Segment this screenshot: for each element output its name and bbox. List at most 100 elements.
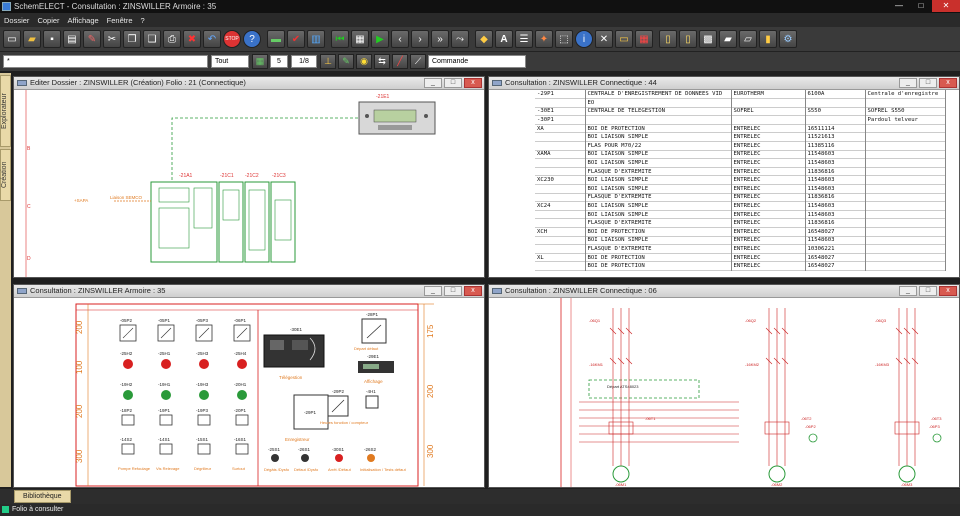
print-icon[interactable]: ⎙ — [163, 30, 181, 48]
undo-icon[interactable]: ↶ — [203, 30, 221, 48]
list-icon[interactable]: ☰ — [515, 30, 533, 48]
remove-table-icon[interactable]: ▦ — [635, 30, 653, 48]
folio-number-field[interactable]: 5 — [270, 55, 288, 68]
pane-maximize-button[interactable]: □ — [444, 78, 462, 88]
close-button[interactable]: ✕ — [932, 0, 960, 12]
note-icon[interactable]: ▯ — [659, 30, 677, 48]
calendar-icon[interactable]: ▦ — [351, 30, 369, 48]
next-folio-icon[interactable]: ▶ — [371, 30, 389, 48]
pane-maximize-button[interactable]: □ — [444, 286, 462, 296]
explorer-tab[interactable]: Explorateur — [0, 75, 11, 147]
tab-bibliotheque[interactable]: Bibliothèque — [14, 490, 71, 503]
menu-fenetre[interactable]: Fenêtre — [106, 15, 133, 25]
pane-minimize-button[interactable]: _ — [424, 286, 442, 296]
editor-canvas[interactable]: B C D -21E1 -21A1 -21C1 -21C2 -21C3 — [14, 90, 484, 277]
menu-affichage[interactable]: Affichage — [67, 15, 99, 25]
landscape-icon[interactable]: ▬ — [267, 30, 285, 48]
armoire-canvas[interactable]: 200 100 200 300 175 200 300 -05P2-25H2-1… — [14, 298, 484, 487]
cross-icon[interactable]: ✕ — [595, 30, 613, 48]
select-icon[interactable]: ⬚ — [555, 30, 573, 48]
save-icon[interactable]: ▪ — [43, 30, 61, 48]
pane-maximize-button[interactable]: □ — [919, 78, 937, 88]
new-file-icon[interactable]: ▭ — [3, 30, 21, 48]
pane-minimize-button[interactable]: _ — [899, 286, 917, 296]
help-icon[interactable]: ? — [243, 30, 261, 48]
pane-maximize-button[interactable]: □ — [919, 286, 937, 296]
last-icon[interactable]: » — [431, 30, 449, 48]
menu-dossier[interactable]: Dossier — [4, 15, 30, 25]
properties-icon[interactable]: ▮ — [759, 30, 777, 48]
layer-icon[interactable]: ▰ — [719, 30, 737, 48]
link-icon[interactable]: ⤳ — [451, 30, 469, 48]
open-folder-icon[interactable]: ▰ — [23, 30, 41, 48]
pane-close-button[interactable]: x — [464, 286, 482, 296]
stop-icon[interactable]: STOP — [223, 30, 241, 48]
minimize-button[interactable]: — — [895, 1, 903, 10]
pane-close-button[interactable]: x — [464, 78, 482, 88]
measure-icon[interactable]: ▭ — [615, 30, 633, 48]
flip-icon[interactable]: ⇆ — [374, 54, 390, 69]
line-draw-icon[interactable]: ╱ — [392, 54, 408, 69]
pane-close-button[interactable]: x — [939, 78, 957, 88]
grid-icon[interactable]: ▩ — [699, 30, 717, 48]
info-icon[interactable]: i — [575, 30, 593, 48]
chart-icon[interactable]: ▥ — [307, 30, 325, 48]
folio-range-field[interactable]: 1/8 — [291, 55, 317, 68]
pane-minimize-button[interactable]: _ — [899, 78, 917, 88]
delete-icon[interactable]: ✖ — [183, 30, 201, 48]
probe-label: -06P3 — [929, 424, 940, 429]
wire-icon[interactable]: ⟋ — [410, 54, 426, 69]
validate-icon[interactable]: ✔ — [287, 30, 305, 48]
table-row[interactable]: EO — [535, 98, 946, 108]
creation-tab[interactable]: Création — [0, 149, 11, 201]
filter-input[interactable]: * — [3, 55, 208, 68]
palette-icon[interactable]: ◆ — [475, 30, 493, 48]
menu-help[interactable]: ? — [140, 15, 145, 25]
filter-mode-select[interactable]: Tout — [211, 55, 249, 68]
back-icon[interactable]: ‹ — [391, 30, 409, 48]
copy-icon[interactable]: ❐ — [123, 30, 141, 48]
menu-copier[interactable]: Copier — [37, 15, 60, 25]
settings-icon[interactable]: ⚙ — [779, 30, 797, 48]
bulb-icon[interactable]: ◉ — [356, 54, 372, 69]
forward-icon[interactable]: › — [411, 30, 429, 48]
line-style-select[interactable]: Commande — [428, 55, 526, 68]
schema-canvas[interactable]: Départ ATS48023 -06Q1-16KM1-06T1-06M1-06… — [489, 298, 959, 487]
pen-icon[interactable]: ✎ — [338, 54, 354, 69]
maximize-button[interactable]: □ — [918, 1, 924, 10]
push-button — [367, 454, 375, 462]
pane-close-button[interactable]: x — [939, 286, 957, 296]
grid-toggle-icon[interactable]: ▦ — [252, 54, 268, 69]
text-icon[interactable]: A — [495, 30, 513, 48]
print-preview-icon[interactable]: ▤ — [63, 30, 81, 48]
layer-edit-icon[interactable]: ▱ — [739, 30, 757, 48]
align-icon[interactable]: ⊥ — [320, 54, 336, 69]
edit-icon[interactable]: ✎ — [83, 30, 101, 48]
first-folio-icon[interactable]: ⏮ — [331, 30, 349, 48]
paste-icon[interactable]: ❑ — [143, 30, 161, 48]
cut-icon[interactable]: ✂ — [103, 30, 121, 48]
add-note-icon[interactable]: ▯ — [679, 30, 697, 48]
tools-icon[interactable]: ✦ — [535, 30, 553, 48]
pane-minimize-button[interactable]: _ — [424, 78, 442, 88]
